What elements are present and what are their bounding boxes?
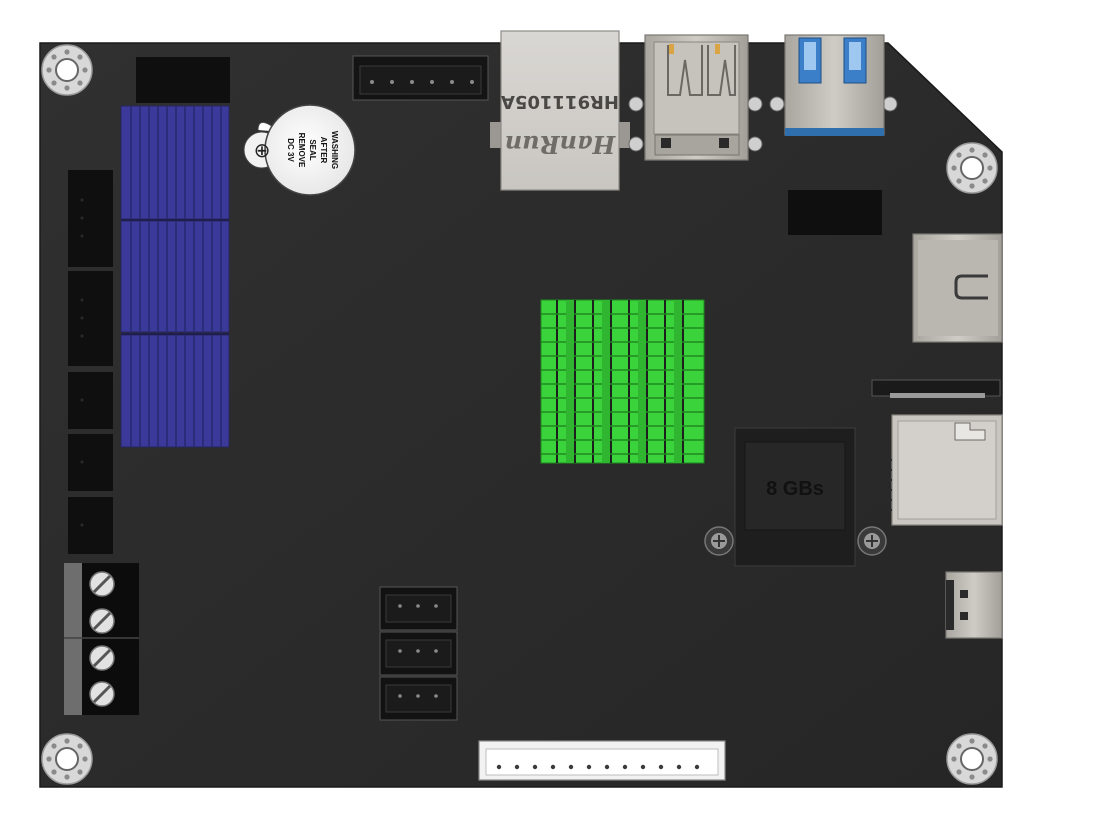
mounting-hole-bottom-left [41, 733, 93, 785]
hdmi-port[interactable] [912, 233, 1003, 343]
hdmi-icon [954, 274, 988, 300]
right-header [788, 190, 882, 235]
screw-icon [89, 571, 115, 707]
left-heatsink [120, 105, 230, 448]
buzzer-label-line-3: SEAL [308, 139, 317, 160]
buzzer: ⊕ DC 3V REMOVE SEAL AFTER WASHING [243, 104, 356, 196]
usb3-port[interactable] [769, 34, 898, 136]
bottom-pin-connector [478, 740, 726, 781]
fan-connector-3 [379, 676, 458, 721]
screw-terminal[interactable] [64, 563, 139, 715]
buzzer-label-line-2: REMOVE [297, 133, 306, 168]
ram-chip: 8 GBs [704, 427, 887, 567]
ram-mount-screw-left [704, 526, 734, 556]
ram-mount-screw-right [857, 526, 887, 556]
mounting-hole-top-right [946, 142, 998, 194]
ethernet-jack[interactable]: HR911105A HanRun [490, 30, 630, 191]
left-header-4 [68, 434, 113, 491]
buzzer-label-line-4: AFTER [319, 137, 328, 164]
buzzer-label-line-5: WASHING [330, 131, 339, 169]
usb-c-icon [960, 590, 968, 620]
usb-a-icon [798, 37, 867, 84]
mounting-hole-top-left [41, 44, 93, 96]
left-header-1 [68, 170, 113, 267]
top-pin-connector [352, 55, 489, 101]
ethernet-brand: HanRun [505, 130, 617, 159]
fan-connector-1 [379, 586, 458, 631]
ram-label: 8 GBs [766, 478, 824, 500]
center-heatsink [540, 299, 705, 464]
left-header-2 [68, 271, 113, 366]
left-header-3 [68, 372, 113, 429]
mounting-hole-bottom-right [946, 733, 998, 785]
power-header [136, 57, 230, 103]
usb-a-icon [667, 45, 736, 96]
fan-connector-2 [379, 631, 458, 676]
left-header-5 [68, 497, 113, 554]
buzzer-polarity: ⊕ [254, 138, 271, 162]
buzzer-label-line-1: DC 3V [286, 138, 295, 162]
usb2-port[interactable] [628, 34, 763, 161]
fpc-connector [871, 379, 1001, 398]
ethernet-part-number: HR911105A [501, 91, 619, 112]
sd-card-icon [954, 422, 986, 441]
usb-c-port[interactable] [945, 571, 1003, 639]
micro-sd-slot[interactable] [886, 414, 1003, 526]
